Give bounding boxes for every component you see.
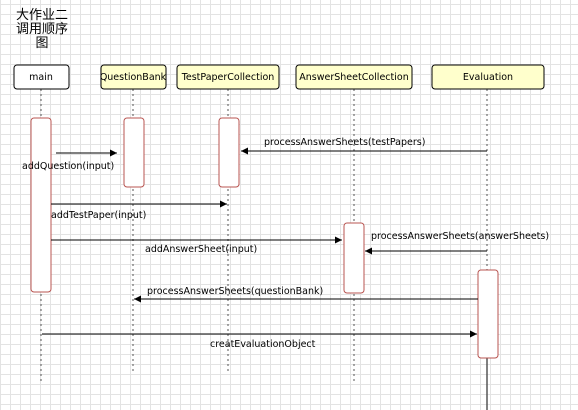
message-label: addQuestion(input) [22,161,114,172]
participant-main[interactable]: main [13,64,70,90]
participant-label: QuestionBank [100,72,167,83]
activation-main[interactable] [30,117,52,293]
participant-label: Evaluation [463,72,513,83]
message-label: addAnswerSheet(input) [145,244,257,255]
activation-questionbank[interactable] [123,117,145,188]
message-add-test-paper[interactable]: addTestPaper(input) [51,200,227,221]
message-label: creatEvaluationObject [210,339,316,350]
message-add-answer-sheet[interactable]: addAnswerSheet(input) [51,236,342,255]
message-add-question[interactable]: addQuestion(input) [22,149,117,172]
message-process-answer-sheets-answer-sheets[interactable]: processAnswerSheets(answerSheets) [365,231,549,255]
message-creat-evaluation-object[interactable]: creatEvaluationObject [42,330,477,350]
message-process-answer-sheets-test-papers[interactable]: processAnswerSheets(testPapers) [241,137,487,155]
diagram-title: 大作业二调用顺序图 [15,8,68,51]
participant-answersheetcollection[interactable]: AnswerSheetCollection [295,64,413,90]
message-label: processAnswerSheets(testPapers) [264,137,425,148]
participant-label: AnswerSheetCollection [299,72,408,83]
participant-questionbank[interactable]: QuestionBank [100,64,167,90]
activation-answersheetcollection[interactable] [343,222,365,294]
participant-label: main [29,72,53,83]
message-label: addTestPaper(input) [51,210,146,221]
message-label: processAnswerSheets(answerSheets) [371,231,549,242]
message-label: processAnswerSheets(questionBank) [147,286,323,297]
participant-evaluation[interactable]: Evaluation [431,64,545,90]
message-process-answer-sheets-question-bank[interactable]: processAnswerSheets(questionBank) [134,286,478,303]
activation-testpapercollection[interactable] [218,117,240,188]
participant-testpapercollection[interactable]: TestPaperCollection [176,64,280,90]
activation-evaluation[interactable] [477,269,499,359]
participant-label: TestPaperCollection [181,72,275,83]
